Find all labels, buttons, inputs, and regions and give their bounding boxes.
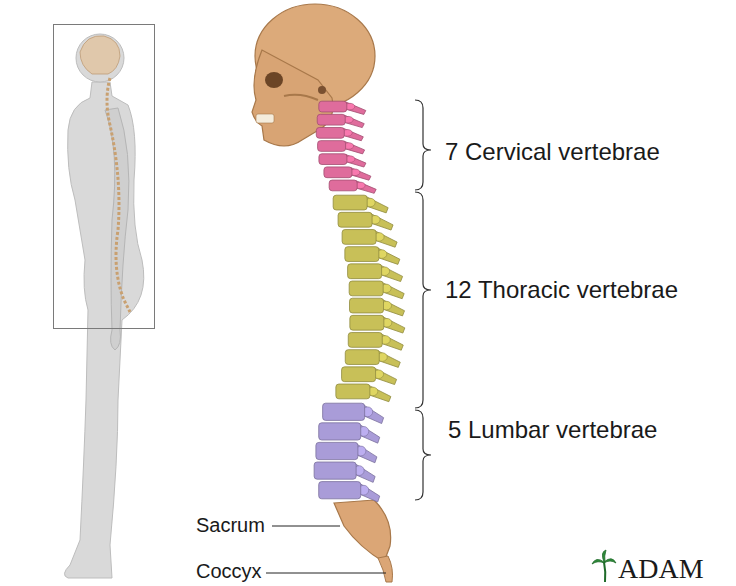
spinous-process xyxy=(355,464,375,483)
vertebral-body xyxy=(333,195,367,210)
spinous-process xyxy=(375,231,397,247)
vertebra xyxy=(333,195,388,213)
vertebra xyxy=(314,462,375,482)
spinous-process xyxy=(383,317,405,333)
vertebra xyxy=(319,101,366,114)
vertebrae xyxy=(314,101,405,502)
eye-socket xyxy=(265,72,283,88)
vertebra xyxy=(316,127,363,140)
vertebra xyxy=(319,423,380,443)
vertebra xyxy=(318,141,365,154)
region-label: 5 Lumbar vertebrae xyxy=(448,417,657,443)
vertebra xyxy=(350,315,405,333)
skull xyxy=(252,4,375,146)
bracket xyxy=(415,410,431,500)
spinous-process xyxy=(378,351,400,367)
inset-frame xyxy=(54,25,155,329)
spinous-process xyxy=(360,425,380,444)
teeth xyxy=(256,114,274,123)
region-label: 7 Cervical vertebrae xyxy=(445,139,660,165)
vertebral-body xyxy=(350,298,384,313)
spinous-process xyxy=(366,197,388,213)
vertebral-body xyxy=(345,247,379,262)
body-spine xyxy=(107,78,130,312)
bracket xyxy=(415,192,431,408)
part-label: Sacrum xyxy=(196,514,265,536)
vertebra xyxy=(324,167,371,180)
spinous-process xyxy=(360,483,380,502)
body-silhouette xyxy=(64,82,143,578)
vertebral-body xyxy=(348,333,382,348)
vertebral-body xyxy=(316,442,358,459)
vertebra xyxy=(349,281,404,299)
vertebral-body xyxy=(319,482,361,499)
vertebra xyxy=(345,350,400,368)
leader-line xyxy=(266,573,386,574)
vertebra xyxy=(319,482,380,502)
vertebral-body xyxy=(349,281,383,296)
part-label: Coccyx xyxy=(196,560,262,582)
region-label: 12 Thoracic vertebrae xyxy=(445,277,678,303)
vertebral-body xyxy=(338,212,372,227)
spinous-process xyxy=(346,155,366,167)
spinous-process xyxy=(343,128,363,140)
vertebral-body xyxy=(319,101,347,112)
spinous-process xyxy=(369,385,391,401)
vertebra xyxy=(319,154,366,167)
spinous-process xyxy=(375,368,397,384)
spinous-process xyxy=(383,300,405,316)
spinous-process xyxy=(378,248,400,264)
spinous-process xyxy=(357,444,377,463)
vertebral-body xyxy=(350,315,384,330)
coccyx xyxy=(378,556,393,582)
vertebral-body xyxy=(324,167,352,178)
ear-hole xyxy=(318,86,326,94)
vertebral-body xyxy=(319,423,361,440)
sacrum xyxy=(334,500,391,562)
vertebra xyxy=(329,180,376,193)
vertebra xyxy=(342,230,397,248)
body-skull xyxy=(80,36,120,74)
watermark: ADAM xyxy=(618,553,704,584)
vertebra xyxy=(316,442,377,462)
vertebra xyxy=(323,403,384,423)
body-figure xyxy=(54,25,155,579)
spinous-process xyxy=(381,265,403,281)
vertebra xyxy=(348,333,403,351)
spinous-process xyxy=(364,405,384,424)
spinous-process xyxy=(356,181,376,193)
vertebral-body xyxy=(345,350,379,365)
vertebra xyxy=(317,114,364,127)
vertebra xyxy=(348,264,403,282)
spinous-process xyxy=(351,168,371,180)
vertebral-body xyxy=(342,230,376,245)
spinous-process xyxy=(381,334,403,350)
spinous-process xyxy=(344,115,364,127)
vertebra xyxy=(336,384,391,402)
vertebra xyxy=(350,298,405,316)
vertebral-body xyxy=(342,367,376,382)
vertebra xyxy=(345,247,400,265)
vertebra xyxy=(338,212,393,230)
vertebral-body xyxy=(323,403,365,420)
vertebral-body xyxy=(336,384,370,399)
spinous-process xyxy=(346,102,366,114)
vertebral-body xyxy=(317,114,345,125)
spinous-process xyxy=(382,282,404,298)
spinous-process xyxy=(371,214,393,230)
vertebra xyxy=(342,367,397,385)
spinous-process xyxy=(345,141,365,153)
vertebral-body xyxy=(318,141,346,152)
vertebral-body xyxy=(348,264,382,279)
bracket xyxy=(415,100,431,190)
vertebral-body xyxy=(319,154,347,165)
vertebral-body xyxy=(314,462,356,479)
vertebral-body xyxy=(329,180,357,191)
cheek-bone xyxy=(284,95,318,100)
vertebral-body xyxy=(316,127,344,138)
logo-palm xyxy=(592,550,616,582)
body-head xyxy=(76,34,124,82)
leader-line xyxy=(272,526,340,527)
